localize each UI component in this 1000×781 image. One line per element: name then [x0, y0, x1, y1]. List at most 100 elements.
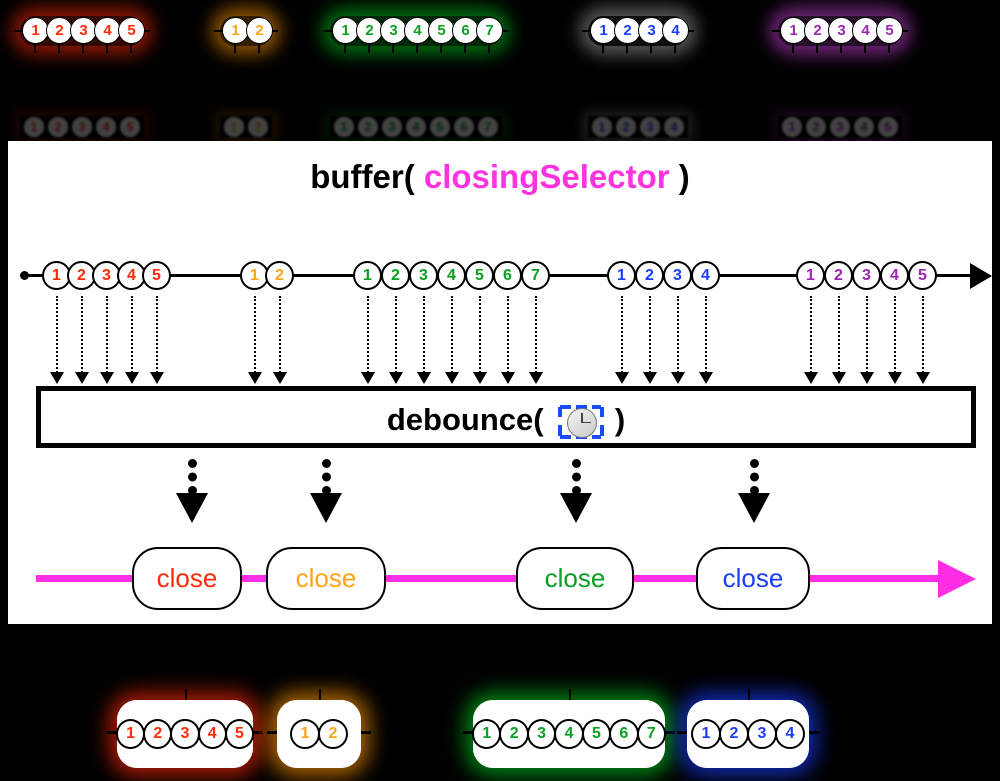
input-marble: 1 [780, 17, 807, 44]
marble-stem [368, 44, 370, 53]
input-marble-echo: 6 [453, 116, 475, 138]
input-marble: 3 [380, 17, 407, 44]
dotted-drop-line [809, 296, 812, 373]
output-stem [748, 689, 750, 701]
dotted-drop-arrowhead [49, 372, 64, 384]
marble-stem [34, 44, 36, 53]
close-event-box[interactable]: close [696, 547, 810, 610]
dotted-drop-arrowhead [859, 372, 874, 384]
close-event-box[interactable]: close [266, 547, 386, 610]
marble-stem [234, 44, 236, 53]
dotted-drop-line [278, 296, 281, 373]
input-marble: 2 [356, 17, 383, 44]
clock-minute-hand [581, 421, 592, 424]
output-marble: 2 [143, 719, 173, 749]
close-event-box[interactable]: close [516, 547, 634, 610]
marble-stem [864, 44, 866, 53]
title-prefix: buffer( [310, 158, 424, 195]
input-marble: 4 [94, 17, 121, 44]
closing-selector-line [36, 575, 952, 582]
input-marble-echo: 3 [71, 116, 93, 138]
dotted-drop-line [130, 296, 133, 373]
input-marble: 3 [828, 17, 855, 44]
debounce-prefix: debounce( [386, 402, 553, 437]
selection-dash [560, 435, 572, 439]
emission-arrowhead [560, 493, 592, 523]
input-marble: 3 [638, 17, 665, 44]
input-marble-echo: 4 [95, 116, 117, 138]
input-marble: 4 [852, 17, 879, 44]
input-marble-echo: 4 [405, 116, 427, 138]
output-marble: 2 [318, 719, 348, 749]
dotted-drop-line [648, 296, 651, 373]
selection-dash [560, 405, 572, 409]
dotted-drop-arrowhead [388, 372, 403, 384]
source-marble: 3 [92, 261, 121, 290]
output-marble: 2 [719, 719, 749, 749]
marble-stem [258, 44, 260, 53]
input-marble-echo: 2 [805, 116, 827, 138]
input-marble-echo: 1 [23, 116, 45, 138]
dotted-drop-arrowhead [360, 372, 375, 384]
dotted-drop-arrowhead [670, 372, 685, 384]
output-stem [319, 689, 321, 701]
dotted-drop-arrowhead [500, 372, 515, 384]
dotted-drop-arrowhead [831, 372, 846, 384]
input-marble-echo: 2 [357, 116, 379, 138]
output-marble: 1 [472, 719, 502, 749]
dotted-drop-line [534, 296, 537, 373]
dotted-drop-line [865, 296, 868, 373]
emission-dotted-line [188, 459, 206, 495]
input-marble: 7 [476, 17, 503, 44]
input-marble: 1 [22, 17, 49, 44]
dotted-drop-line [450, 296, 453, 373]
input-marble-echo: 5 [877, 116, 899, 138]
dotted-drop-arrowhead [416, 372, 431, 384]
source-marble: 4 [880, 261, 909, 290]
marble-stem [792, 44, 794, 53]
output-marble: 4 [775, 719, 805, 749]
source-marble: 1 [353, 261, 382, 290]
dotted-drop-line [80, 296, 83, 373]
marble-stem [440, 44, 442, 53]
source-marble: 2 [381, 261, 410, 290]
dotted-drop-line [506, 296, 509, 373]
marble-stem [392, 44, 394, 53]
input-marble-echo: 3 [639, 116, 661, 138]
emission-arrowhead [176, 493, 208, 523]
source-marble: 4 [437, 261, 466, 290]
source-marble: 1 [796, 261, 825, 290]
output-marble: 5 [581, 719, 612, 749]
output-marble: 3 [170, 719, 200, 749]
title-argument: closingSelector [423, 158, 670, 195]
output-marble: 3 [747, 719, 777, 749]
dotted-drop-line [253, 296, 256, 373]
close-event-box[interactable]: close [132, 547, 242, 610]
marble-stem [58, 44, 60, 53]
source-marble: 1 [240, 261, 269, 290]
dotted-drop-arrowhead [247, 372, 262, 384]
source-marble: 5 [465, 261, 494, 290]
source-marble: 2 [824, 261, 853, 290]
clock-selection-box[interactable] [552, 405, 606, 439]
marble-stem [344, 44, 346, 53]
dotted-drop-arrowhead [887, 372, 902, 384]
source-marble: 2 [67, 261, 96, 290]
dotted-drop-line [155, 296, 158, 373]
debounce-operator-box: debounce( ) [36, 386, 976, 448]
marble-stem [106, 44, 108, 53]
input-marble-echo: 1 [333, 116, 355, 138]
output-marble: 1 [290, 719, 320, 749]
dotted-drop-arrowhead [472, 372, 487, 384]
dotted-drop-arrowhead [149, 372, 164, 384]
input-marble: 1 [590, 17, 617, 44]
